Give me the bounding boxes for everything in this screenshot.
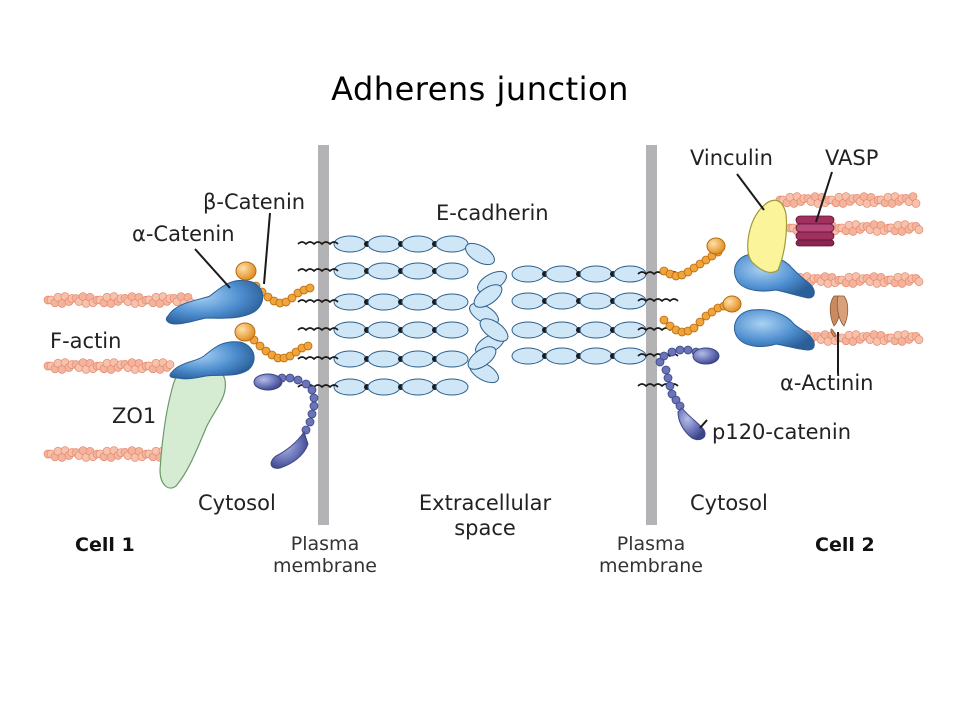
p120-tail-left [270, 430, 309, 469]
page-title: Adherens junction [331, 70, 629, 108]
cadherin-chain [511, 321, 647, 339]
label-vinculin: Vinculin [690, 146, 773, 170]
cadherin-chain [333, 262, 469, 280]
plasma-membrane-right [646, 145, 657, 525]
label-plasma-right-line2: membrane [599, 554, 703, 577]
label-cell-2: Cell 2 [815, 534, 875, 556]
label-plasma-membrane-right: Plasma membrane [588, 533, 714, 578]
label-vasp: VASP [825, 146, 879, 170]
vinculin-protein [747, 199, 788, 274]
cadherin-chain [333, 235, 469, 253]
label-extracellular-space: Extracellular space [410, 493, 560, 539]
catenin-chain [655, 357, 685, 411]
label-extracellular-line1: Extracellular [418, 491, 552, 515]
p120-head-right [692, 347, 720, 365]
catenin-chain [659, 301, 729, 337]
label-alpha-catenin: α-Catenin [132, 222, 235, 246]
cadherin-chain [511, 265, 647, 283]
cadherin-chain [333, 350, 469, 368]
label-f-actin: F-actin [50, 329, 122, 353]
alpha-catenin-right-lower [722, 295, 815, 351]
cadherin-chain [333, 293, 469, 311]
actin-filament [775, 192, 921, 208]
p120-head-left [253, 373, 283, 391]
plasma-membrane-left [318, 145, 329, 525]
label-plasma-membrane-left: Plasma membrane [262, 533, 388, 578]
e-cadherin-dimers [333, 235, 647, 396]
catenin-chain [249, 335, 313, 363]
actin-filament [43, 358, 175, 374]
cadherin-chain [333, 378, 469, 396]
leader-lines [194, 171, 839, 429]
catenin-chain [277, 373, 319, 435]
label-plasma-right-line1: Plasma [616, 533, 686, 555]
actin-filament [43, 292, 196, 308]
zo1-protein [159, 366, 226, 489]
p120-tail-right [677, 407, 706, 441]
cadherin-chain [511, 292, 647, 310]
p120-catenin-chains [253, 345, 720, 469]
label-beta-catenin: β-Catenin [203, 190, 306, 214]
alpha-actinin-protein [829, 295, 849, 337]
label-plasma-left-line2: membrane [273, 554, 377, 577]
label-cell-1: Cell 1 [75, 534, 135, 556]
cadherin-cross-region [465, 242, 509, 384]
label-cytosol-left: Cytosol [198, 491, 276, 515]
label-zo1: ZO1 [112, 404, 157, 428]
alpha-catenin-left-lower [169, 322, 256, 380]
label-plasma-left-line1: Plasma [290, 533, 360, 555]
cadherin-chain [333, 321, 469, 339]
label-alpha-actinin: α-Actinin [780, 371, 874, 395]
label-cytosol-right: Cytosol [690, 491, 768, 515]
cadherin-chain [511, 347, 647, 365]
label-extracellular-line2: space [454, 516, 516, 540]
vasp-protein [795, 215, 835, 247]
alpha-catenin-left-upper [165, 261, 264, 325]
label-e-cadherin: E-cadherin [436, 201, 549, 225]
label-p120-catenin: p120-catenin [712, 420, 852, 444]
actin-filament [43, 446, 175, 462]
